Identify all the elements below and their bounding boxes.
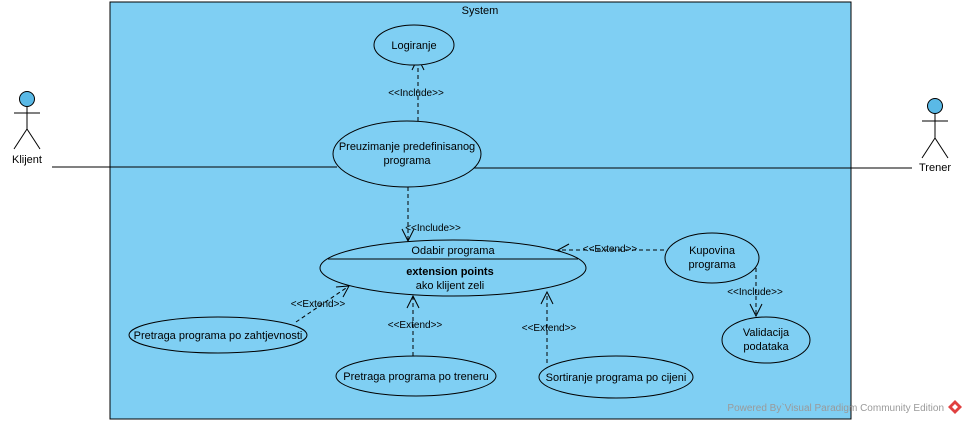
extend-sortiranje-odabir: <<Extend>>: [522, 290, 577, 363]
extension-point: ako klijent zeli: [416, 280, 484, 292]
use-case-logiranje[interactable]: Logiranje: [373, 24, 455, 66]
use-case-label-line2: programa: [688, 259, 736, 271]
use-case-pretraga-zahtjevnost[interactable]: Pretraga programa po zahtjevnosti: [128, 316, 308, 354]
watermark: Powered By`Visual Paradigm Community Edi…: [727, 400, 962, 414]
use-case-preuzimanje[interactable]: Preuzimanje predefinisanog programa: [332, 120, 482, 188]
use-case-label-line1: Kupovina: [689, 245, 736, 257]
use-case-label: Pretraga programa po treneru: [343, 371, 489, 383]
extend-trener-odabir: <<Extend>>: [388, 294, 443, 356]
extend-label: <<Extend>>: [291, 299, 346, 310]
use-case-label-line1: Validacija: [743, 327, 790, 339]
use-case-pretraga-trener[interactable]: Pretraga programa po treneru: [335, 355, 497, 397]
use-case-odabir[interactable]: Odabir programa extension points ako kli…: [319, 239, 587, 297]
actor-trener-label: Trener: [919, 162, 951, 174]
use-case-label: Sortiranje programa po cijeni: [546, 372, 687, 384]
actor-head: [19, 91, 35, 107]
watermark-text: Powered By`Visual Paradigm Community Edi…: [727, 402, 944, 414]
visual-paradigm-logo-icon: [948, 400, 962, 414]
include-label: <<Include>>: [405, 223, 461, 234]
extend-label: <<Extend>>: [522, 323, 577, 334]
system-label: System: [462, 5, 499, 17]
extend-label: <<Extend>>: [583, 244, 638, 255]
include-preuzimanje-odabir: <<Include>>: [401, 187, 461, 243]
use-case-label-line2: programa: [383, 155, 431, 167]
extend-zahtjevnost-odabir: <<Extend>>: [291, 285, 350, 323]
actor-klijent-label: Klijent: [12, 154, 42, 166]
use-case-sortiranje[interactable]: Sortiranje programa po cijeni: [538, 355, 694, 399]
include-kupovina-validacija: <<Include>>: [727, 261, 783, 318]
extension-points-heading: extension points: [406, 266, 493, 278]
use-case-kupovina[interactable]: Kupovina programa: [664, 232, 760, 284]
include-label: <<Include>>: [727, 287, 783, 298]
use-case-label-line1: Preuzimanje predefinisanog: [339, 141, 475, 153]
include-label: <<Include>>: [388, 88, 444, 99]
actor-trener[interactable]: Trener: [919, 98, 951, 175]
use-case-label: Logiranje: [391, 40, 436, 52]
use-case-label: Pretraga programa po zahtjevnosti: [134, 330, 303, 342]
actor-klijent[interactable]: Klijent: [12, 91, 42, 167]
extend-label: <<Extend>>: [388, 320, 443, 331]
actor-head: [927, 98, 943, 114]
use-case-validacija[interactable]: Validacija podataka: [721, 316, 811, 364]
use-case-label-line2: podataka: [743, 341, 789, 353]
use-case-title: Odabir programa: [411, 245, 495, 257]
